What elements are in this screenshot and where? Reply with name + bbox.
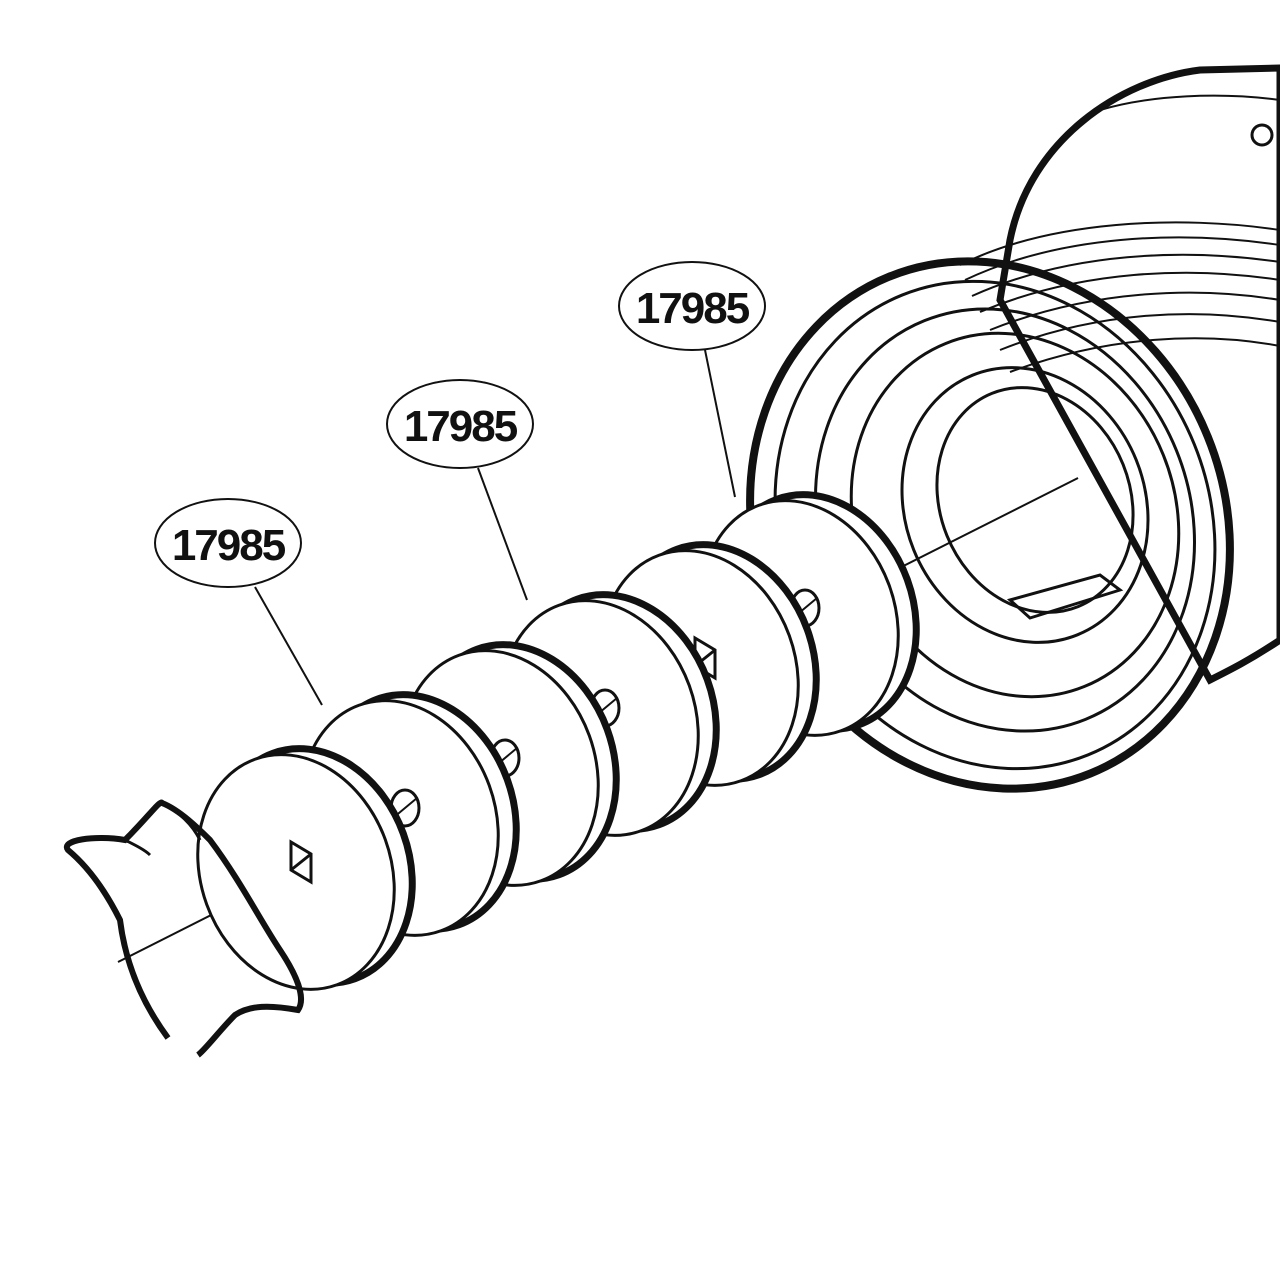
callout-2: 17985 — [386, 379, 534, 469]
spool-threads — [959, 221, 1280, 373]
spool-bore — [935, 386, 1135, 614]
callout-1: 17985 — [154, 498, 302, 588]
leader-line-2 — [477, 467, 528, 601]
spool — [746, 64, 1280, 793]
leader-line-3 — [704, 349, 736, 498]
leader-line-1 — [254, 586, 323, 706]
part-number-label: 17985 — [404, 402, 518, 451]
callout-3: 17985 — [618, 261, 766, 351]
spool-key-slot — [1006, 573, 1124, 620]
spool-hole — [1250, 123, 1274, 147]
washer-stack — [196, 491, 920, 991]
retaining-clip — [63, 799, 304, 1058]
washer-square-hole-icon — [289, 839, 313, 885]
part-number-label: 17985 — [172, 521, 286, 570]
part-number-label: 17985 — [636, 284, 750, 333]
